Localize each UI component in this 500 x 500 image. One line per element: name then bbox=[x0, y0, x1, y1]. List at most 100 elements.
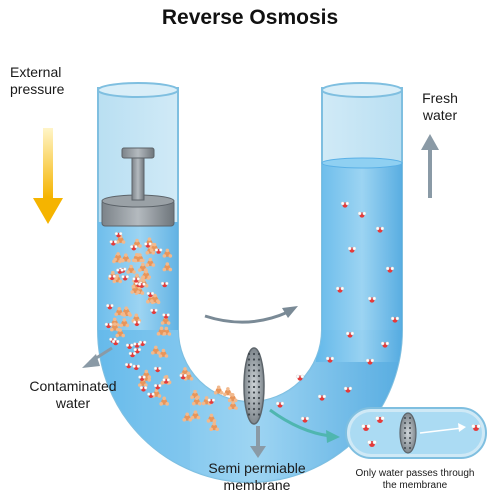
membrane-pointer-arrow bbox=[250, 426, 266, 458]
contaminated-water-label: Contaminated water bbox=[18, 378, 128, 412]
water-molecule bbox=[367, 296, 377, 303]
water-molecule bbox=[133, 347, 142, 354]
water-molecule bbox=[207, 398, 216, 404]
water-molecule bbox=[343, 386, 353, 393]
water-molecule bbox=[133, 320, 141, 327]
contaminant-particle bbox=[162, 262, 173, 272]
water-molecule bbox=[361, 424, 371, 431]
contaminant-particle bbox=[156, 326, 167, 336]
contaminant-particle bbox=[141, 269, 151, 279]
water-molecule bbox=[367, 440, 377, 447]
fresh-water-line1: Fresh bbox=[422, 90, 458, 106]
contaminant-particle bbox=[190, 389, 200, 400]
membrane-line2: membrane bbox=[223, 477, 291, 493]
contaminant-particle bbox=[190, 410, 201, 420]
water-molecule bbox=[128, 351, 137, 358]
water-molecule bbox=[162, 313, 170, 319]
contaminant-particle bbox=[109, 322, 120, 332]
contaminant-particle bbox=[223, 387, 233, 397]
water-molecule bbox=[295, 374, 305, 381]
contaminant-particle bbox=[162, 248, 173, 258]
water-molecule bbox=[275, 401, 285, 408]
water-molecule bbox=[153, 366, 162, 373]
water-molecule bbox=[132, 277, 140, 283]
water-molecule bbox=[138, 375, 146, 381]
water-molecule bbox=[153, 383, 162, 390]
external-pressure-line2: pressure bbox=[10, 81, 65, 97]
membrane-line1: Semi permiable bbox=[208, 460, 306, 476]
inset-caption-line2: the membrane bbox=[382, 480, 448, 491]
contaminant-particle bbox=[209, 421, 219, 432]
contaminant-particles bbox=[108, 234, 238, 432]
contaminant-particle bbox=[133, 253, 144, 263]
flow-arrow bbox=[204, 310, 289, 324]
water-molecule bbox=[471, 424, 481, 431]
water-molecule bbox=[325, 356, 335, 363]
water-molecule bbox=[147, 392, 155, 398]
membrane-label: Semi permiable membrane bbox=[192, 460, 322, 494]
water-molecule bbox=[300, 416, 310, 423]
contaminant-particle bbox=[206, 413, 217, 423]
contaminant-particle bbox=[158, 348, 169, 358]
water-molecule bbox=[138, 282, 146, 288]
water-molecule bbox=[124, 362, 133, 369]
water-molecule bbox=[121, 275, 129, 281]
contaminated-water-line1: Contaminated bbox=[29, 378, 117, 394]
contaminant-particle bbox=[182, 412, 193, 422]
up-arrow-icon bbox=[421, 134, 439, 198]
water-molecule bbox=[375, 416, 385, 423]
water-molecule bbox=[109, 240, 118, 246]
water-molecule bbox=[146, 291, 155, 298]
water-molecule bbox=[144, 242, 152, 248]
contaminant-particle bbox=[183, 371, 194, 381]
water-molecule bbox=[345, 331, 355, 338]
water-molecule bbox=[385, 266, 395, 273]
water-molecule bbox=[357, 211, 367, 218]
water-molecule bbox=[111, 339, 120, 346]
inset-caption-line1: Only water passes through bbox=[355, 468, 475, 479]
water-molecule bbox=[125, 343, 134, 350]
water-molecule bbox=[130, 245, 138, 251]
contaminant-particle bbox=[191, 396, 202, 406]
water-molecule bbox=[104, 322, 113, 329]
fresh-water-label: Fresh water bbox=[410, 90, 470, 124]
water-molecule bbox=[347, 246, 357, 253]
contaminant-particle bbox=[213, 385, 224, 395]
water-molecule bbox=[317, 394, 327, 401]
external-pressure-label: External pressure bbox=[10, 64, 64, 98]
water-molecule bbox=[162, 378, 170, 384]
contaminant-particle bbox=[228, 400, 238, 410]
water-molecules bbox=[104, 201, 400, 423]
contaminant-particle bbox=[121, 253, 131, 263]
water-molecule bbox=[106, 303, 114, 310]
membrane-icon bbox=[243, 347, 265, 425]
water-molecule bbox=[108, 274, 116, 281]
piston-icon bbox=[101, 147, 175, 227]
water-molecule bbox=[375, 226, 385, 233]
water-molecule bbox=[133, 342, 141, 348]
water-molecule bbox=[150, 308, 158, 315]
contaminated-water-line2: water bbox=[55, 395, 91, 411]
contaminated-pointer-arrow bbox=[82, 346, 113, 368]
water-molecule bbox=[335, 286, 345, 293]
contaminant-particle bbox=[119, 318, 130, 328]
water-molecule bbox=[139, 386, 148, 392]
water-molecule bbox=[365, 358, 375, 365]
contaminant-particle bbox=[159, 396, 169, 406]
inset-caption: Only water passes through the membrane bbox=[340, 468, 490, 492]
water-molecule bbox=[340, 201, 350, 208]
water-molecule bbox=[390, 316, 400, 323]
flow-arrow-head bbox=[282, 306, 298, 318]
inset-detail bbox=[345, 407, 487, 459]
water-molecule bbox=[132, 364, 141, 371]
water-molecule bbox=[160, 281, 169, 288]
water-molecule bbox=[179, 373, 187, 380]
water-molecule bbox=[154, 248, 163, 254]
contaminant-particle bbox=[151, 345, 161, 355]
contaminant-particle bbox=[126, 264, 136, 274]
contaminant-particle bbox=[150, 293, 160, 303]
inset-pointer-arrow bbox=[269, 408, 340, 443]
water-molecule bbox=[116, 268, 124, 274]
external-pressure-line1: External bbox=[10, 64, 62, 80]
